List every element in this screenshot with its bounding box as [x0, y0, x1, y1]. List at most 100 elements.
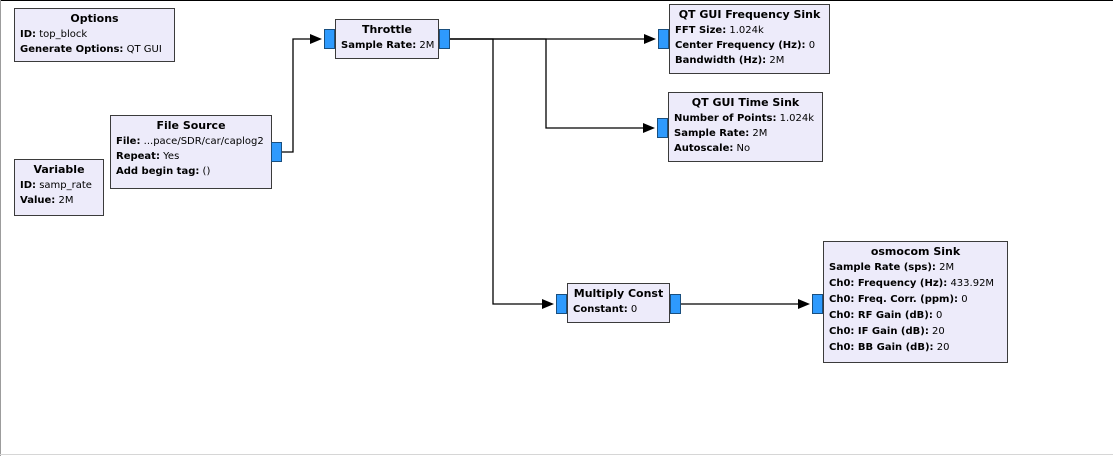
- param-value: 20: [936, 342, 950, 353]
- block-title: Multiply Const: [573, 287, 664, 300]
- param-label: FFT Size:: [675, 25, 727, 36]
- param-label: Ch0: BB Gain (dB):: [829, 342, 934, 353]
- block-param: File: ...pace/SDR/car/caplog2: [116, 134, 266, 149]
- block-param: FFT Size: 1.024k: [675, 23, 824, 38]
- block-title: Options: [70, 12, 119, 25]
- wire-arrowhead: [310, 34, 322, 44]
- canvas-left-border: [0, 0, 1, 456]
- block-params: Sample Rate (sps): 2M Ch0: Frequency (Hz)…: [829, 260, 1002, 356]
- block-title: Throttle: [361, 23, 413, 36]
- block-multiply-const[interactable]: Multiply Const Constant: 0: [567, 283, 670, 323]
- param-label: Add begin tag:: [116, 166, 200, 177]
- param-value: top_block: [39, 29, 88, 40]
- param-label: Ch0: Frequency (Hz):: [829, 278, 948, 289]
- port-out-multiply-const[interactable]: [670, 294, 681, 314]
- wire-throttle-to-qtgui-freq-sink[interactable]: [450, 34, 656, 44]
- wire-arrowhead: [542, 299, 554, 309]
- param-value: QT GUI: [126, 44, 162, 55]
- param-label: Ch0: Freq. Corr. (ppm):: [829, 294, 959, 305]
- param-label: Repeat:: [116, 151, 160, 162]
- wire-multiply-const-to-osmocom-sink[interactable]: [681, 299, 810, 309]
- param-label: Sample Rate (sps):: [829, 262, 936, 273]
- port-out-file-source[interactable]: [271, 142, 282, 162]
- param-label: File:: [116, 136, 141, 147]
- block-throttle[interactable]: Throttle Sample Rate: 2M: [335, 19, 439, 59]
- block-param: Sample Rate: 2M: [341, 38, 435, 53]
- param-value: 1.024k: [779, 113, 815, 124]
- block-file-source[interactable]: File Source File: ...pace/SDR/car/caplog…: [110, 115, 272, 189]
- block-param: Center Frequency (Hz): 0: [675, 38, 824, 53]
- param-label: Autoscale:: [674, 143, 734, 154]
- port-out-throttle[interactable]: [439, 29, 450, 49]
- param-value: 0: [630, 304, 638, 315]
- param-value: 2M: [419, 40, 435, 51]
- port-in-throttle[interactable]: [324, 29, 335, 49]
- port-in-osmocom-sink[interactable]: [812, 294, 823, 314]
- block-params: Constant: 0: [573, 302, 664, 317]
- param-label: Constant:: [573, 304, 628, 315]
- param-value: samp_rate: [39, 180, 92, 191]
- block-title: Variable: [33, 163, 85, 176]
- param-label: Center Frequency (Hz):: [675, 40, 806, 51]
- block-param: Bandwidth (Hz): 2M: [675, 53, 824, 68]
- block-param: Constant: 0: [573, 302, 664, 317]
- block-param: ID: samp_rate: [20, 178, 98, 193]
- param-label: Number of Points:: [674, 113, 777, 124]
- canvas-top-border: [0, 0, 1113, 1]
- wire-arrowhead: [644, 34, 656, 44]
- canvas-bottom-border: [0, 454, 1113, 455]
- port-in-qtgui-freq-sink[interactable]: [658, 29, 669, 49]
- block-param: Add begin tag: (): [116, 164, 266, 179]
- wire-throttle-to-qtgui-time-sink[interactable]: [450, 38, 655, 133]
- param-value: 1.024k: [729, 25, 764, 36]
- param-label: Ch0: IF Gain (dB):: [829, 326, 929, 337]
- param-value: ...pace/SDR/car/caplog2: [143, 136, 264, 147]
- block-param: Repeat: Yes: [116, 149, 266, 164]
- block-param: Ch0: IF Gain (dB): 20: [829, 324, 1002, 340]
- param-value: No: [736, 143, 751, 154]
- block-param: Ch0: RF Gain (dB): 0: [829, 308, 1002, 324]
- param-label: Ch0: RF Gain (dB):: [829, 310, 933, 321]
- block-param: Sample Rate: 2M: [674, 126, 817, 141]
- param-label: ID:: [20, 29, 37, 40]
- param-value: 2M: [752, 128, 768, 139]
- wire-arrowhead: [798, 299, 810, 309]
- wire-throttle-to-multiply-const[interactable]: [450, 38, 554, 309]
- param-value: 0: [808, 40, 816, 51]
- block-param: Generate Options: QT GUI: [20, 42, 169, 57]
- block-title: File Source: [156, 119, 226, 132]
- param-value: 0: [936, 310, 943, 321]
- block-title: QT GUI Time Sink: [691, 96, 800, 109]
- block-title: QT GUI Frequency Sink: [678, 8, 821, 21]
- param-value: 2M: [939, 262, 955, 273]
- block-param: Value: 2M: [20, 193, 98, 208]
- block-qtgui-time-sink[interactable]: QT GUI Time Sink Number of Points: 1.024…: [668, 92, 823, 162]
- port-in-multiply-const[interactable]: [556, 294, 567, 314]
- wire-arrowhead: [643, 123, 655, 133]
- block-param: Number of Points: 1.024k: [674, 111, 817, 126]
- param-value: 2M: [769, 55, 785, 66]
- wire-file-source-to-throttle[interactable]: [282, 34, 322, 153]
- block-param: Sample Rate (sps): 2M: [829, 260, 1002, 276]
- param-value: 2M: [58, 195, 74, 206]
- block-params: Sample Rate: 2M: [341, 38, 435, 53]
- block-param: Autoscale: No: [674, 141, 817, 156]
- param-label: Sample Rate:: [674, 128, 750, 139]
- param-value: Yes: [163, 151, 180, 162]
- block-param: ID: top_block: [20, 27, 169, 42]
- port-in-qtgui-time-sink[interactable]: [657, 118, 668, 138]
- param-value: 0: [961, 294, 968, 305]
- block-osmocom-sink[interactable]: osmocom Sink Sample Rate (sps): 2M Ch0: F…: [823, 241, 1008, 363]
- param-label: Generate Options:: [20, 44, 124, 55]
- block-title: osmocom Sink: [870, 245, 961, 258]
